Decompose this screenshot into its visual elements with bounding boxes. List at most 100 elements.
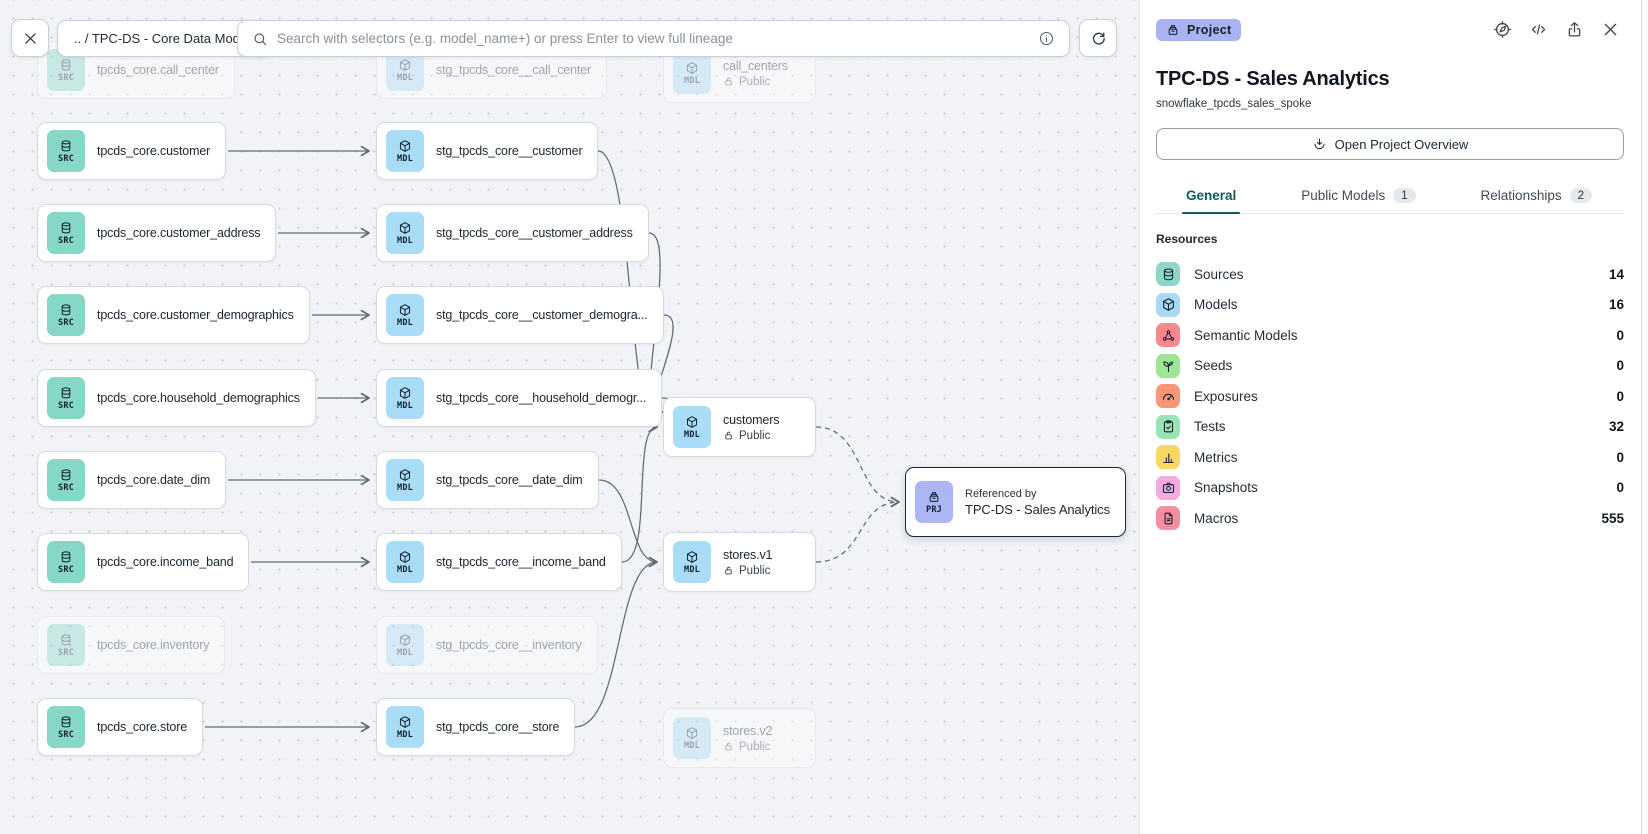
resource-count: 32 <box>1608 419 1624 435</box>
resource-row-models[interactable]: Models 16 <box>1156 290 1624 321</box>
explore-compass-icon <box>1493 20 1512 39</box>
resource-label: Seeds <box>1194 358 1233 374</box>
resource-label: Metrics <box>1194 449 1238 465</box>
node-access: Public <box>723 565 772 577</box>
node-label: stg_tpcds_core__household_demogr... <box>436 391 647 405</box>
node-access: Public <box>723 76 788 88</box>
badge-code: MDL <box>397 564 413 575</box>
node-label: stg_tpcds_core__customer_demogra... <box>436 308 648 322</box>
node-label: stg_tpcds_core__customer_address <box>436 226 633 240</box>
cube-icon <box>685 726 699 740</box>
badge-code: MDL <box>397 482 413 493</box>
database-icon <box>59 386 73 400</box>
code-icon <box>1529 20 1548 39</box>
lock-open-icon <box>723 76 734 87</box>
search-input[interactable] <box>277 31 1029 46</box>
cube-icon <box>398 139 412 153</box>
breadcrumb-label: .. / TPC-DS - Core Data Models <box>74 31 257 46</box>
lineage-edges-layer <box>205 145 900 733</box>
resource-count: 0 <box>1616 358 1624 374</box>
badge-code: MDL <box>397 729 413 740</box>
resource-row-exposures[interactable]: Exposures 0 <box>1156 381 1624 412</box>
resource-count: 0 <box>1616 449 1624 465</box>
share-button[interactable] <box>1561 16 1588 43</box>
resource-count: 0 <box>1616 327 1624 343</box>
lineage-node-src_customer_address[interactable]: SRC tpcds_core.customer_address <box>37 204 277 262</box>
src-badge: SRC <box>47 706 85 748</box>
lineage-edge-stg_income_band-to-pub_customers <box>621 421 658 563</box>
project-subtitle: snowflake_tpcds_sales_spoke <box>1156 98 1312 110</box>
code-button[interactable] <box>1525 16 1552 43</box>
clipboard-check-icon <box>1156 414 1180 439</box>
seed-icon <box>1161 358 1176 373</box>
lineage-node-stg_customer_demographics[interactable]: MDL stg_tpcds_core__customer_demogra... <box>376 286 664 344</box>
cube-icon <box>398 633 412 647</box>
panel-header-icons <box>1489 16 1624 43</box>
tab-general[interactable]: General <box>1181 183 1241 214</box>
cube-icon <box>398 715 412 729</box>
badge-code: MDL <box>397 647 413 658</box>
badge-code: MDL <box>397 317 413 328</box>
details-panel: Project TPC-DS - Sales Analytics snowfla… <box>1139 0 1648 834</box>
resource-label: Exposures <box>1194 388 1258 404</box>
badge-code: MDL <box>684 740 700 751</box>
resource-row-metrics[interactable]: Metrics 0 <box>1156 442 1624 473</box>
resource-count: 16 <box>1608 297 1624 313</box>
lineage-node-stg_household_demographics[interactable]: MDL stg_tpcds_core__household_demogr... <box>376 369 663 427</box>
info-icon[interactable] <box>1038 30 1055 47</box>
refresh-button[interactable] <box>1079 19 1117 57</box>
project-icon <box>927 490 941 504</box>
badge-code: MDL <box>684 564 700 575</box>
close-panel-button[interactable] <box>1597 16 1624 43</box>
resource-label: Macros <box>1194 510 1239 526</box>
mdl-badge: MDL <box>673 406 711 448</box>
database-icon <box>59 303 73 317</box>
cube-icon <box>398 386 412 400</box>
badge-code: SRC <box>58 482 74 493</box>
badge-code: SRC <box>58 729 74 740</box>
close-lineage-button[interactable] <box>11 19 49 57</box>
referenced-by-label: Referenced by <box>965 487 1037 500</box>
src-badge: SRC <box>47 212 85 254</box>
open-project-overview-button[interactable]: Open Project Overview <box>1156 128 1624 160</box>
resource-count: 0 <box>1616 388 1624 404</box>
mdl-badge: MDL <box>386 624 424 666</box>
badge-code: MDL <box>397 400 413 411</box>
search-icon <box>252 31 268 47</box>
resource-label: Models <box>1194 297 1238 313</box>
database-icon <box>59 221 73 235</box>
seed-icon <box>1156 353 1180 378</box>
explore-compass-button[interactable] <box>1489 16 1516 43</box>
node-label: tpcds_core.customer_address <box>97 226 261 240</box>
resource-row-seeds[interactable]: Seeds 0 <box>1156 351 1624 382</box>
mdl-badge: MDL <box>673 541 711 583</box>
node-label: TPC-DS - Sales Analytics <box>965 501 1110 517</box>
cube-icon <box>1161 297 1176 312</box>
scrollbar-gutter[interactable] <box>1641 0 1642 834</box>
